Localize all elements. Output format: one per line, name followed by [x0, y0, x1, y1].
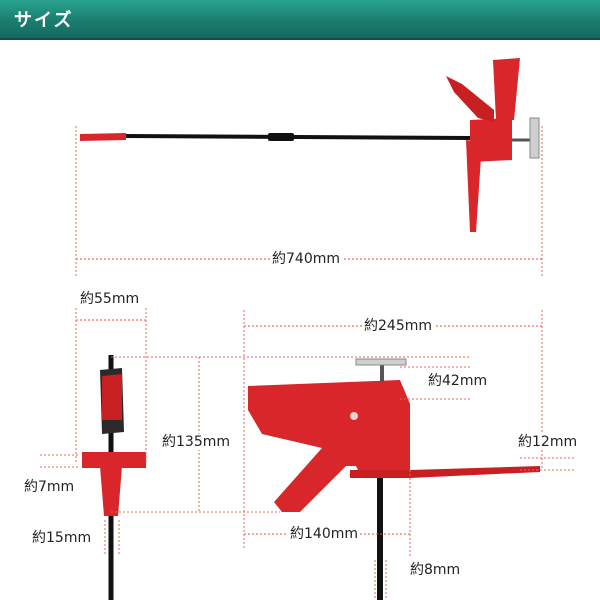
side-lower-jaw: [100, 466, 122, 516]
dim-plate-thickness: 約12mm: [516, 434, 580, 450]
dim-jaw-depth: 約7mm: [22, 479, 77, 495]
dim-body-height: 約135mm: [160, 434, 232, 450]
page-title: サイズ: [14, 10, 74, 31]
rod-collar: [268, 133, 294, 141]
dim-handle-length: 約140mm: [288, 526, 360, 542]
dim-rod-diameter-side: 約15mm: [30, 530, 94, 546]
dim-rod-diameter: 約8mm: [408, 562, 463, 578]
full-tool-illustration: [80, 58, 540, 232]
tool-rod: [125, 134, 471, 140]
closeup-clamp-body: [248, 380, 410, 512]
rod-grip: [80, 133, 126, 141]
clamp-bottom-jaw: [466, 140, 482, 232]
dim-screw-height: 約42mm: [426, 373, 490, 389]
clamp-lever: [446, 76, 494, 122]
dim-total-length: 約740mm: [270, 251, 342, 267]
closeup-rivet: [350, 412, 358, 420]
side-view-illustration: [82, 355, 146, 600]
closeup-clamp-illustration: [248, 358, 540, 600]
clamp-screw-handle: [529, 117, 540, 159]
side-body-red: [102, 374, 122, 420]
dim-jaw-width: 約55mm: [78, 291, 142, 307]
closeup-jaw-plate: [350, 466, 540, 478]
closeup-screw-handle: [355, 358, 407, 366]
clamp-top-jaw: [493, 58, 520, 120]
dim-body-length: 約245mm: [362, 318, 434, 334]
header-bar: サイズ: [0, 0, 600, 40]
side-jaw-plate: [82, 452, 146, 468]
